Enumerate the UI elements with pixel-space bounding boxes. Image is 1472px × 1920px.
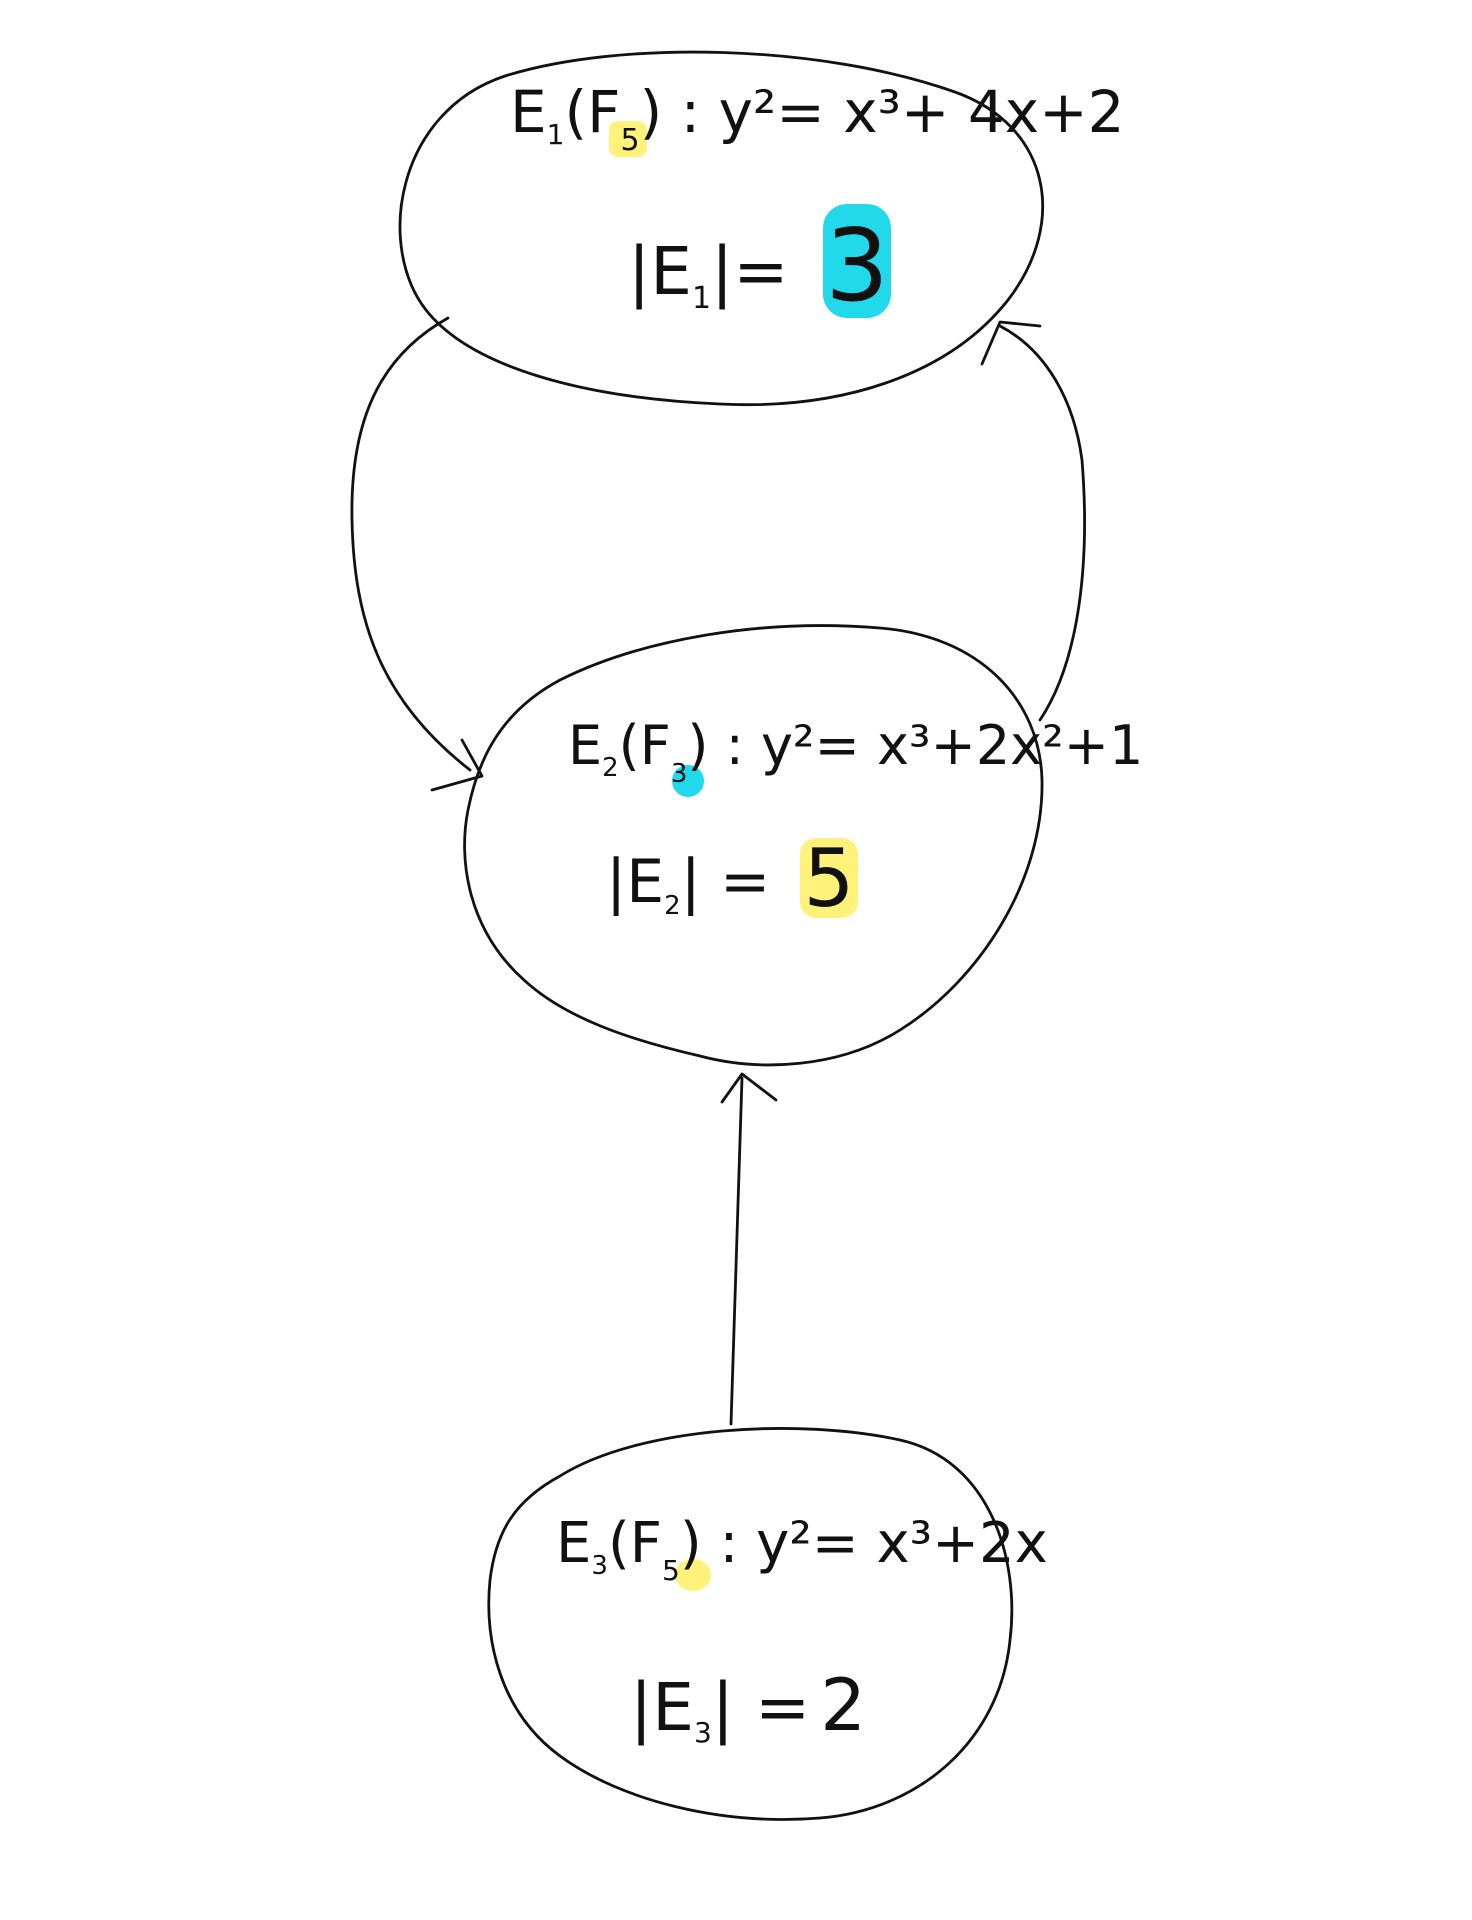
node-e3-outline — [487, 1427, 1014, 1821]
e3-equation-lhs: y² — [756, 1511, 812, 1576]
e2-order-highlight — [800, 838, 858, 918]
e1-field-subscript: 5 — [621, 123, 640, 158]
e1-curve-index: 1 — [547, 118, 565, 151]
e1-equation-lhs: y² — [719, 78, 777, 146]
e2-open-paren: ( — [619, 714, 640, 777]
edge-e2-to-e1 — [980, 320, 1086, 722]
e3-curve-index: 3 — [591, 1551, 608, 1581]
e2-curve-name: E — [568, 714, 602, 777]
node-e1-outline — [398, 50, 1045, 407]
e2-order-index: 2 — [664, 891, 681, 921]
node-e3: E3(F5) : y²= x³+2x |E3| =2 — [487, 1427, 1048, 1821]
e3-order: |E3| =2 — [630, 1663, 866, 1749]
e2-order: |E2| = — [606, 847, 770, 921]
e3-order-value: 2 — [820, 1663, 866, 1747]
e2-equation: E2(F3) : y²= x³+2x²+1 — [568, 714, 1143, 789]
edge-e1-to-e2-arrowhead — [430, 738, 484, 792]
e2-curve-index: 2 — [602, 753, 619, 783]
e2-order-value: 5 — [804, 832, 855, 925]
node-e2: E2(F3) : y²= x³+2x²+1 |E2| = 5 — [463, 624, 1143, 1067]
e2-order-label: |E — [606, 847, 664, 917]
e3-order-label: |E — [630, 1669, 694, 1746]
e3-order-suffix: | = — [712, 1669, 811, 1746]
edge-e3-to-e2-line — [729, 1076, 744, 1426]
edge-e1-to-e2 — [350, 316, 484, 792]
e2-close-paren: ) : — [687, 714, 761, 777]
edge-e2-to-e1-arrowhead — [980, 320, 1042, 366]
e2-order-suffix: | = — [681, 847, 771, 917]
e1-field-highlight — [609, 121, 647, 157]
e3-field-subscript: 5 — [662, 1554, 680, 1587]
e1-open-paren: ( — [564, 78, 587, 146]
e2-field-subscript: 3 — [671, 759, 688, 789]
e1-order-label: |E — [628, 233, 692, 310]
edge-e2-to-e1-line — [998, 324, 1086, 722]
e1-order-suffix: |= — [711, 233, 789, 310]
edge-e3-to-e2 — [720, 1072, 778, 1426]
e2-field-symbol: F — [640, 714, 671, 777]
e1-equation-rhs: = x³+ 4x+2 — [776, 78, 1124, 146]
e1-order-value: 3 — [825, 207, 889, 324]
e2-equation-rhs: = x³+2x²+1 — [815, 714, 1144, 777]
e3-close-paren: ) : — [680, 1511, 756, 1576]
e3-equation: E3(F5) : y²= x³+2x — [556, 1511, 1048, 1587]
e3-open-paren: ( — [608, 1511, 630, 1576]
e1-order: |E1|= — [628, 233, 789, 316]
e1-order-index: 1 — [692, 281, 711, 316]
e1-equation: E1(F5) : y²= x³+ 4x+2 — [510, 78, 1125, 158]
e1-close-paren: ) : — [640, 78, 719, 146]
edge-e3-to-e2-arrowhead — [720, 1072, 778, 1104]
e2-equation-lhs: y² — [761, 714, 815, 777]
e2-field-highlight — [672, 765, 704, 797]
e3-equation-rhs: = x³+2x — [812, 1511, 1048, 1576]
edge-e1-to-e2-line — [350, 316, 472, 772]
e3-curve-name: E — [556, 1511, 591, 1576]
e1-field-symbol: F — [587, 78, 620, 146]
node-e2-outline — [463, 624, 1044, 1067]
e3-field-symbol: F — [630, 1511, 662, 1576]
e1-curve-name: E — [510, 78, 547, 146]
e1-order-highlight — [823, 204, 891, 318]
e3-order-index: 3 — [694, 1716, 712, 1749]
node-e1: E1(F5) : y²= x³+ 4x+2 |E1|= 3 — [398, 50, 1125, 407]
e3-field-highlight — [675, 1559, 711, 1591]
